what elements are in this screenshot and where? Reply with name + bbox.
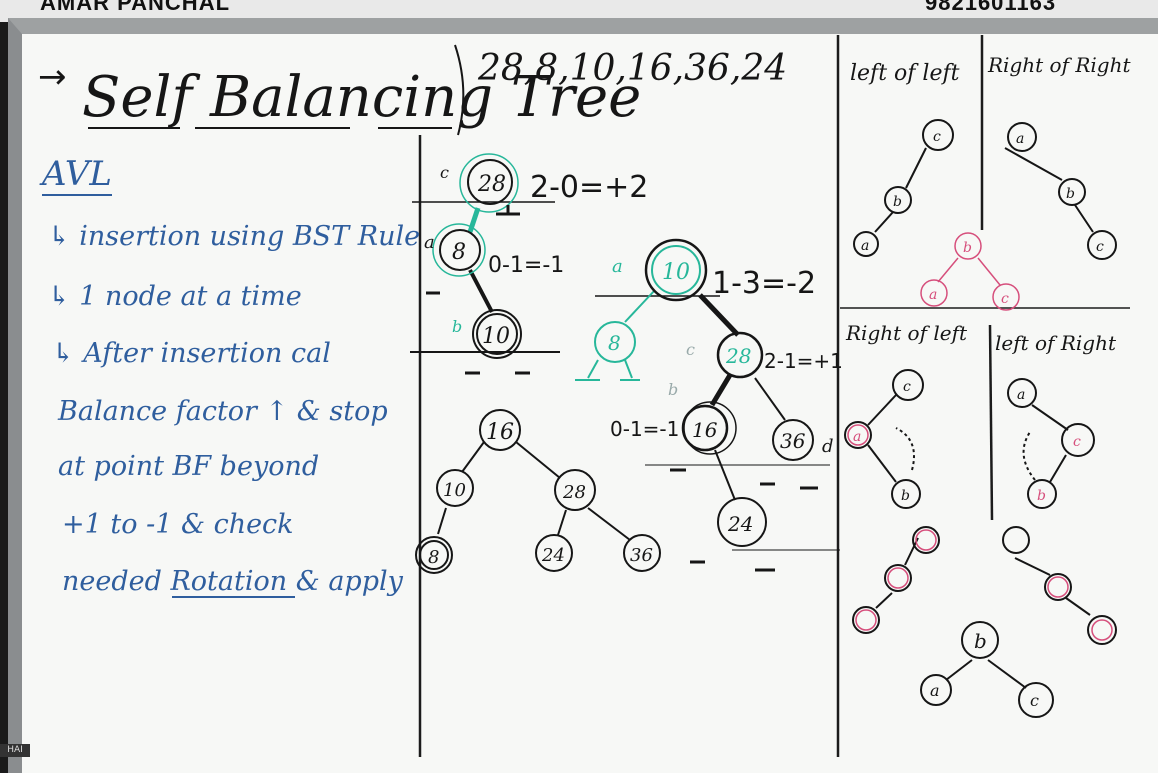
insertion-sequence: 28,8,10,16,36,24 xyxy=(477,48,787,89)
bf-label-28b: 2-1=+1 xyxy=(764,349,843,373)
title-text: Self Balancing Tree xyxy=(82,65,641,130)
corner-tag: HAI xyxy=(0,744,30,757)
result-node-16: 16 xyxy=(486,420,514,445)
presenter-name: AMAR PANCHAL xyxy=(40,0,231,15)
note-line-7: needed Rotation & apply xyxy=(62,566,404,597)
avl-heading: AVL xyxy=(39,154,112,194)
final-a: a xyxy=(930,681,940,700)
bal-b: b xyxy=(963,240,972,256)
left-of-right-label: left of Right xyxy=(995,331,1117,355)
board-dividers xyxy=(418,35,1130,757)
bf-label-16b: 0-1=-1 xyxy=(610,417,679,441)
node-36-b: 36 xyxy=(780,429,806,453)
rol-a: a xyxy=(853,429,861,445)
note-line-5: at point BF beyond xyxy=(58,451,319,482)
result-node-8: 8 xyxy=(428,547,439,568)
note-line-3: ↳ After insertion cal xyxy=(52,338,331,369)
node-10-root: 10 xyxy=(662,260,690,285)
node-28: 28 xyxy=(477,172,506,197)
result-tree: 16 10 28 8 24 36 xyxy=(415,409,661,574)
bf-label-28: 2-0=+2 xyxy=(530,170,648,205)
note-line-6: +1 to -1 & check xyxy=(62,509,294,540)
top-strip: AMAR PANCHAL 9821601163 xyxy=(0,0,1158,22)
whiteboard-drawing: → Self Balancing Tree 28,8,10,16,36,24 A… xyxy=(38,35,1131,757)
result-node-28: 28 xyxy=(562,482,586,503)
note-line-4: Balance factor ↑ & stop xyxy=(57,396,388,427)
node-24-b: 24 xyxy=(727,512,753,536)
ror-a: a xyxy=(1016,131,1024,147)
mark-a: a xyxy=(424,232,435,253)
mark-c2: c xyxy=(686,340,695,359)
whiteboard xyxy=(8,18,1158,773)
right-of-left-label: Right of left xyxy=(845,321,968,345)
lol-c: c xyxy=(933,129,941,145)
second-tree: 10 8 28 16 36 24 1-3=-2 2-1=+1 0-1=-1 a … xyxy=(575,238,843,572)
result-node-10: 10 xyxy=(443,480,466,501)
result-node-24: 24 xyxy=(541,545,565,566)
bf-label-8: 0-1=-1 xyxy=(488,253,564,278)
lor-b: b xyxy=(1037,488,1046,504)
mark-c: c xyxy=(440,163,449,182)
note-line-1: ↳ insertion using BST Rule xyxy=(48,221,420,252)
lol-b: b xyxy=(893,194,902,210)
lor-a: a xyxy=(1017,387,1025,403)
mark-d2: d xyxy=(822,436,834,457)
node-10: 10 xyxy=(482,324,510,349)
mark-b: b xyxy=(452,317,462,336)
final-b: b xyxy=(974,629,987,653)
node-8: 8 xyxy=(452,240,466,265)
bal-c: c xyxy=(1001,291,1009,307)
rotation-panels: left of left Right of Right Right of lef… xyxy=(844,53,1131,718)
title-arrow: → xyxy=(38,57,67,97)
bf-label-10: 1-3=-2 xyxy=(712,266,816,301)
left-of-left-label: left of left xyxy=(850,61,960,86)
node-28-b: 28 xyxy=(725,344,751,368)
first-tree: 28 8 10 2-0=+2 0-1=-1 c a b xyxy=(410,153,648,375)
rol-c: c xyxy=(903,379,911,395)
ror-b: b xyxy=(1066,186,1075,202)
title-group: → Self Balancing Tree xyxy=(38,44,641,136)
mark-b2: b xyxy=(668,380,678,399)
ror-c: c xyxy=(1096,239,1104,255)
node-8-moved: 8 xyxy=(608,331,621,355)
note-line-2: ↳ 1 node at a time xyxy=(48,281,302,312)
mark-a2: a xyxy=(612,256,623,277)
rol-b: b xyxy=(901,488,910,504)
lor-c: c xyxy=(1073,434,1081,450)
notes-block: AVL ↳ insertion using BST Rule ↳ 1 node … xyxy=(39,154,420,598)
node-16-b: 16 xyxy=(692,418,718,442)
bal-a: a xyxy=(929,287,937,303)
result-node-36: 36 xyxy=(630,545,653,566)
right-of-right-label: Right of Right xyxy=(987,53,1131,77)
lol-a: a xyxy=(861,238,869,254)
phone-number: 9821601163 xyxy=(925,0,1057,15)
final-c: c xyxy=(1030,691,1039,710)
